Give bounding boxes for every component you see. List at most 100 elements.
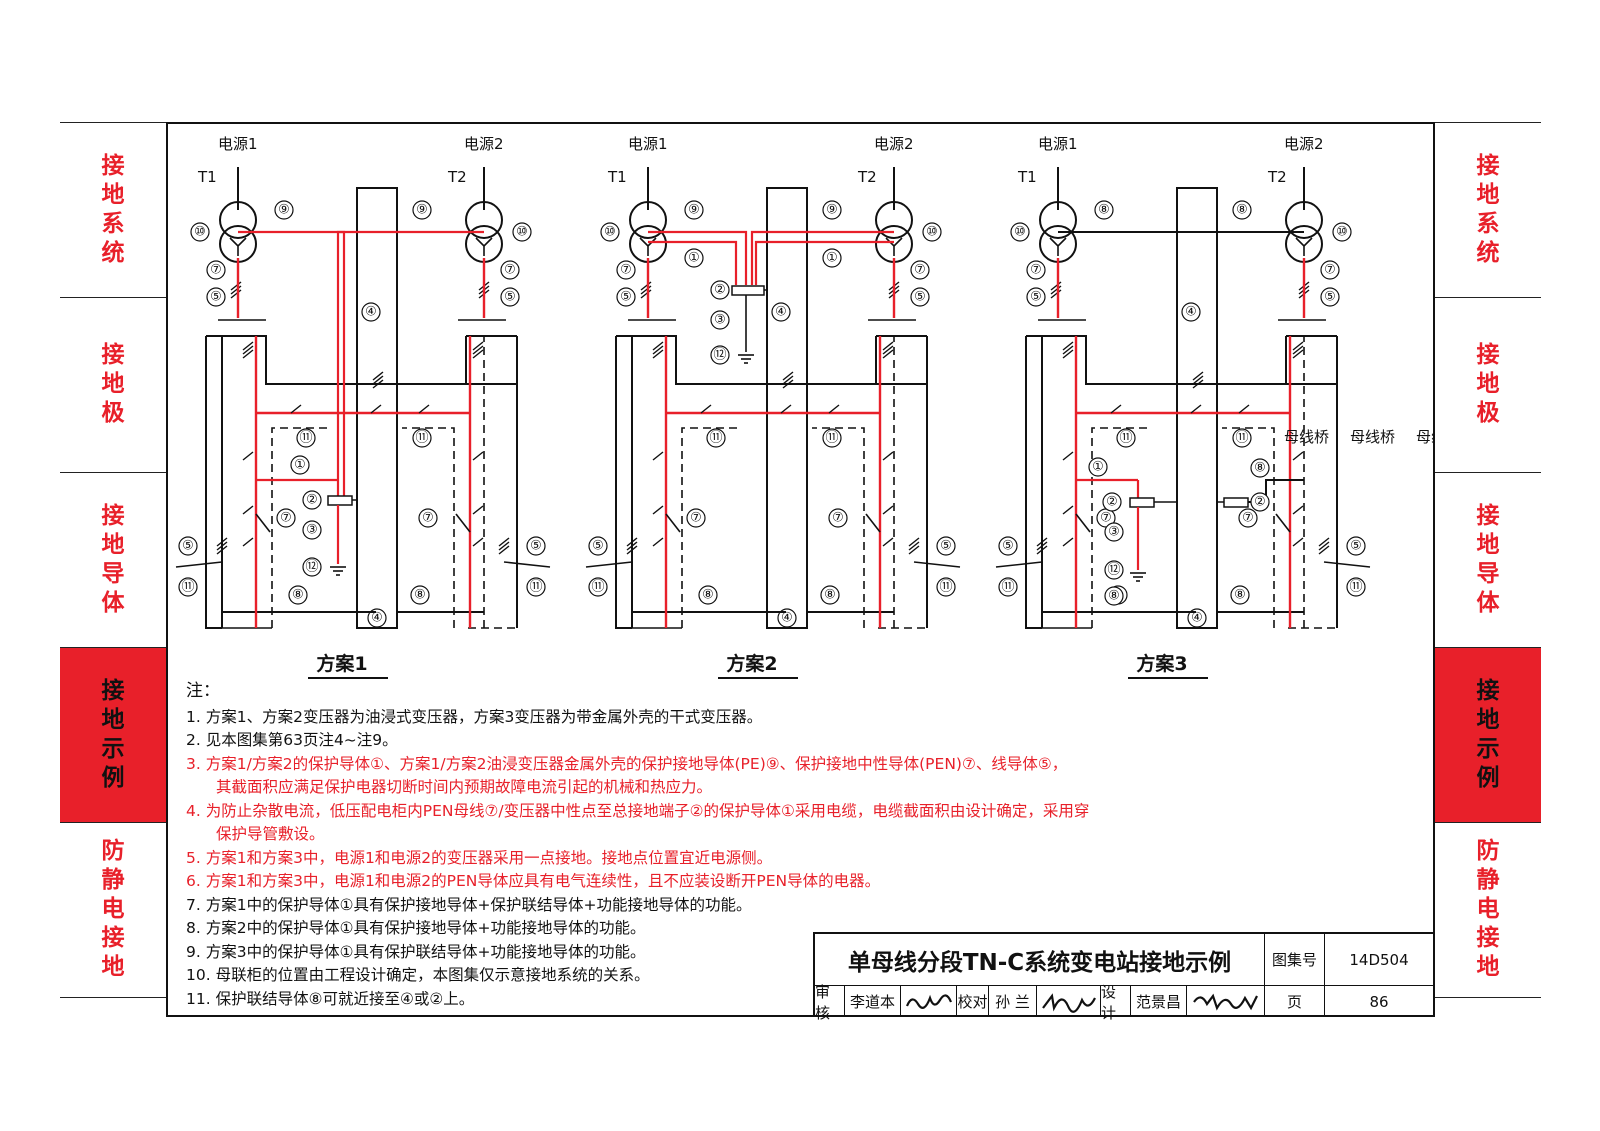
marker-circle [1010, 222, 1030, 242]
marker-label: ⑩ [1014, 225, 1026, 240]
ground-symbol [330, 566, 346, 576]
conductor-tick [242, 451, 254, 461]
marker-circle [1332, 222, 1352, 242]
tab-divider [1435, 122, 1541, 123]
conductor-tick [700, 404, 712, 414]
note-item-continuation: 其截面积应满足保护电器切断时间内预期故障电流引起的机械和热应力。 [216, 778, 713, 796]
conductor-tick [1238, 404, 1250, 414]
earthing-terminal-right [1223, 497, 1249, 508]
marker-circle [684, 200, 704, 220]
marker-circle [910, 287, 930, 307]
checker-signature [1037, 986, 1101, 1017]
conductor-tick [418, 404, 430, 414]
marker-label: ⑤ [1324, 290, 1336, 305]
left-tab-5[interactable]: 防静电接地 [101, 838, 125, 980]
marker-label: ⑪ [415, 431, 428, 446]
marker-11: ⑪ [706, 428, 726, 448]
note-item: 11. 保护联结导体⑧可就近接至④或②上。 [186, 989, 475, 1008]
conductor-tick [1292, 349, 1304, 359]
tab-divider [1435, 472, 1541, 473]
tab-divider [1435, 297, 1541, 298]
marker-circle [1232, 200, 1252, 220]
marker-circle [526, 577, 546, 597]
marker-12: ⑫ [710, 345, 730, 365]
marker-label: ⑪ [939, 580, 952, 595]
marker-11: ⑪ [588, 577, 608, 597]
left-tab-2[interactable]: 接地极 [101, 342, 125, 426]
marker-5: ⑤ [206, 287, 226, 307]
marker-circle [302, 520, 322, 540]
tab-divider [60, 122, 166, 123]
right-tab-2[interactable]: 接地极 [1476, 342, 1500, 426]
marker-label: ⑦ [914, 263, 926, 278]
source-2-label: 电源2 [1284, 135, 1324, 153]
marker-11: ⑪ [822, 428, 842, 448]
marker-circle [698, 585, 718, 605]
notes-section: 注： 1. 方案1、方案2变压器为油浸式变压器，方案3变压器为带金属外壳的干式变… [186, 680, 1089, 1011]
switch-blade [255, 513, 271, 533]
marker-circle [1346, 536, 1366, 556]
conductor-tick [640, 285, 652, 295]
tab-divider [1435, 997, 1541, 998]
conductor-tick [498, 541, 510, 551]
marker-circle [588, 536, 608, 556]
right-tab-5[interactable]: 防静电接地 [1476, 838, 1500, 980]
note-item-continuation: 保护导管敷设。 [216, 825, 325, 843]
marker-label: ⑧ [414, 588, 426, 603]
bus-bridge-label: 母线桥 [1284, 428, 1329, 446]
marker-circle [910, 260, 930, 280]
marker-label: ⑦ [1100, 511, 1112, 526]
t2-label: T2 [1267, 168, 1287, 186]
marker-5: ⑤ [998, 536, 1018, 556]
left-tab-3[interactable]: 接地导体 [101, 502, 125, 616]
marker-circle [276, 508, 296, 528]
note-item: 4. 为防止杂散电流，低压配电柜内PEN母线⑦/变压器中性点至总接地端子②的保护… [186, 801, 1090, 820]
marker-circle [367, 608, 387, 628]
marker-7: ⑦ [500, 260, 520, 280]
right-tab-4[interactable]: 接地示例 [1435, 647, 1541, 822]
conductor-tick [828, 404, 840, 414]
conductor-tick [652, 341, 664, 351]
right-tab-1[interactable]: 接地系统 [1476, 152, 1500, 266]
marker-label: ⑪ [1119, 431, 1132, 446]
marker-circle [998, 536, 1018, 556]
left-tab-4[interactable]: 接地示例 [60, 647, 166, 822]
marker-label: ⑦ [1324, 263, 1336, 278]
conductor-tick [242, 341, 254, 351]
marker-circle [500, 260, 520, 280]
source-1-label: 电源1 [1038, 135, 1078, 153]
tab-divider [60, 472, 166, 473]
marker-circle [1346, 577, 1366, 597]
wye-symbol [1295, 237, 1313, 256]
marker-label: ⑨ [278, 203, 290, 218]
inner-panel [402, 427, 455, 628]
marker-label: ② [306, 493, 318, 508]
marker-label: ⑦ [1030, 263, 1042, 278]
marker-circle [822, 248, 842, 268]
t1-label: T1 [607, 168, 627, 186]
scheme-3-label: 方案3 [1136, 652, 1187, 675]
tab-divider [60, 647, 166, 648]
left-tab-1[interactable]: 接地系统 [101, 152, 125, 266]
marker-2: ② [1102, 492, 1122, 512]
marker-7: ⑦ [206, 260, 226, 280]
pen-conductor-1 [754, 240, 894, 285]
marker-2: ② [710, 280, 730, 300]
pen-conductor-1 [648, 240, 738, 285]
note-item: 9. 方案3中的保护导体①具有保护联结导体+功能接地导体的功能。 [186, 942, 646, 961]
conductor-tick [1190, 404, 1202, 414]
marker-label: ⑧ [1234, 588, 1246, 603]
marker-8: ⑧ [698, 585, 718, 605]
marker-circle [822, 200, 842, 220]
marker-7: ⑦ [910, 260, 930, 280]
t1-label: T1 [1017, 168, 1037, 186]
bus-bridge-label: 母线桥 [1416, 428, 1435, 446]
marker-circle [290, 455, 310, 475]
feeder-out [1323, 561, 1371, 568]
marker-5: ⑤ [526, 536, 546, 556]
marker-circle [288, 585, 308, 605]
marker-label: ⑧ [1254, 461, 1266, 476]
right-tab-3[interactable]: 接地导体 [1476, 502, 1500, 616]
marker-5: ⑤ [1346, 536, 1366, 556]
winding-primary [629, 201, 667, 239]
